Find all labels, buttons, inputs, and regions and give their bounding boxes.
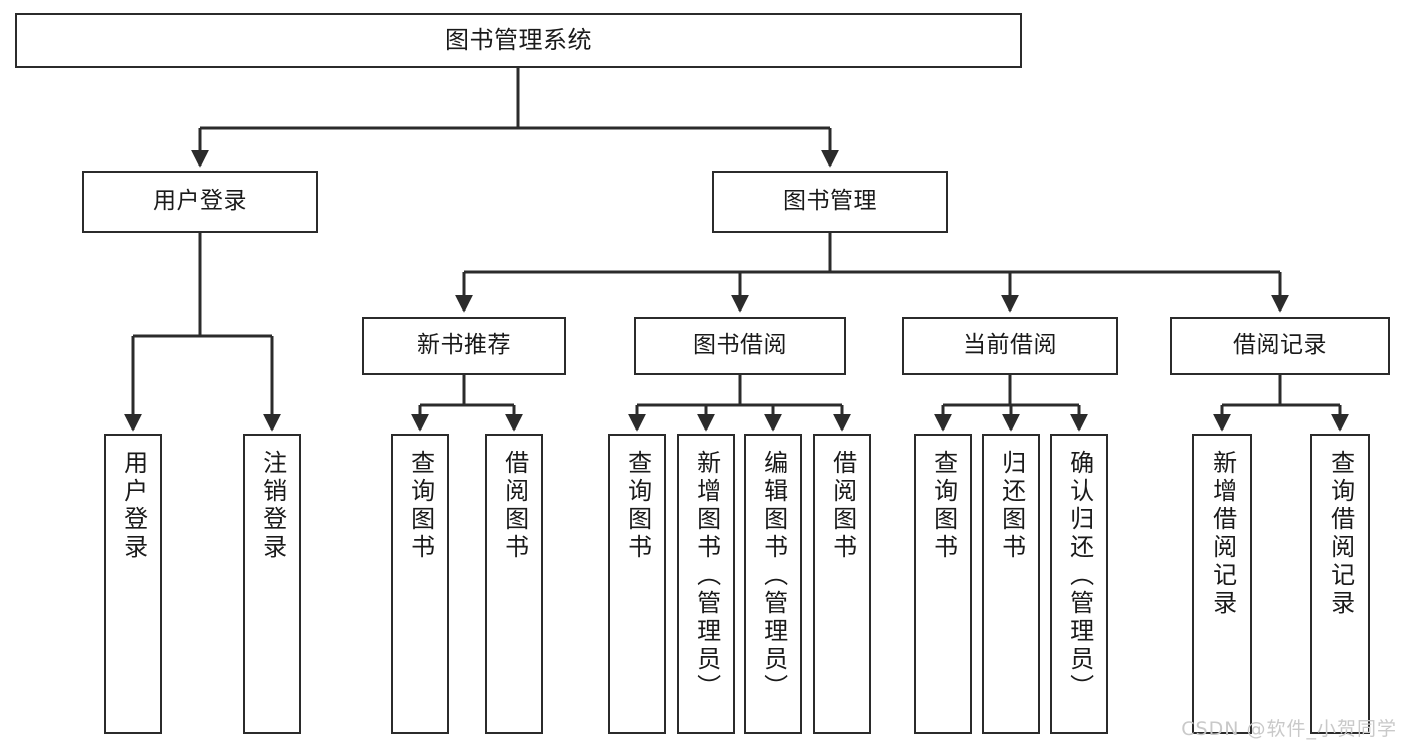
- node-label: 用户登录: [119, 450, 148, 562]
- node-new-book-recommend[interactable]: 新书推荐: [362, 317, 566, 375]
- node-label: 查询图书: [929, 450, 958, 562]
- node-label: 确认归还（管理员）: [1065, 450, 1094, 702]
- leaf-edit-book-admin[interactable]: 编辑图书（管理员）: [744, 434, 802, 734]
- node-label: 查询图书: [406, 450, 435, 562]
- node-label: 归还图书: [997, 450, 1026, 562]
- node-label: 借阅图书: [828, 450, 857, 562]
- node-book-management[interactable]: 图书管理: [712, 171, 948, 233]
- leaf-confirm-return-admin[interactable]: 确认归还（管理员）: [1050, 434, 1108, 734]
- node-label: 图书管理: [783, 188, 877, 215]
- node-label: 图书管理系统: [445, 26, 592, 55]
- node-borrow-records[interactable]: 借阅记录: [1170, 317, 1390, 375]
- node-label: 查询借阅记录: [1326, 450, 1355, 618]
- csdn-watermark: CSDN @软件_小贺同学: [1181, 718, 1397, 740]
- node-label: 用户登录: [153, 188, 247, 215]
- node-label: 新书推荐: [417, 332, 511, 359]
- leaf-query-book-recommend[interactable]: 查询图书: [391, 434, 449, 734]
- node-label: 编辑图书（管理员）: [759, 450, 788, 702]
- node-root-system[interactable]: 图书管理系统: [15, 13, 1022, 68]
- node-label: 借阅记录: [1233, 332, 1327, 359]
- leaf-add-book-admin[interactable]: 新增图书（管理员）: [677, 434, 735, 734]
- node-label: 新增借阅记录: [1208, 450, 1237, 618]
- leaf-borrow-book-recommend[interactable]: 借阅图书: [485, 434, 543, 734]
- leaf-return-book[interactable]: 归还图书: [982, 434, 1040, 734]
- node-label: 新增图书（管理员）: [692, 450, 721, 702]
- node-label: 图书借阅: [693, 332, 787, 359]
- node-label: 借阅图书: [500, 450, 529, 562]
- node-label: 注销登录: [258, 450, 287, 562]
- node-user-login[interactable]: 用户登录: [82, 171, 318, 233]
- leaf-borrow-book[interactable]: 借阅图书: [813, 434, 871, 734]
- leaf-query-book-current[interactable]: 查询图书: [914, 434, 972, 734]
- leaf-add-borrow-record[interactable]: 新增借阅记录: [1192, 434, 1252, 734]
- leaf-query-book-borrow[interactable]: 查询图书: [608, 434, 666, 734]
- node-current-borrow[interactable]: 当前借阅: [902, 317, 1118, 375]
- leaf-query-borrow-record[interactable]: 查询借阅记录: [1310, 434, 1370, 734]
- leaf-user-login[interactable]: 用户登录: [104, 434, 162, 734]
- node-book-borrow[interactable]: 图书借阅: [634, 317, 846, 375]
- leaf-logout[interactable]: 注销登录: [243, 434, 301, 734]
- node-label: 当前借阅: [963, 332, 1057, 359]
- node-label: 查询图书: [623, 450, 652, 562]
